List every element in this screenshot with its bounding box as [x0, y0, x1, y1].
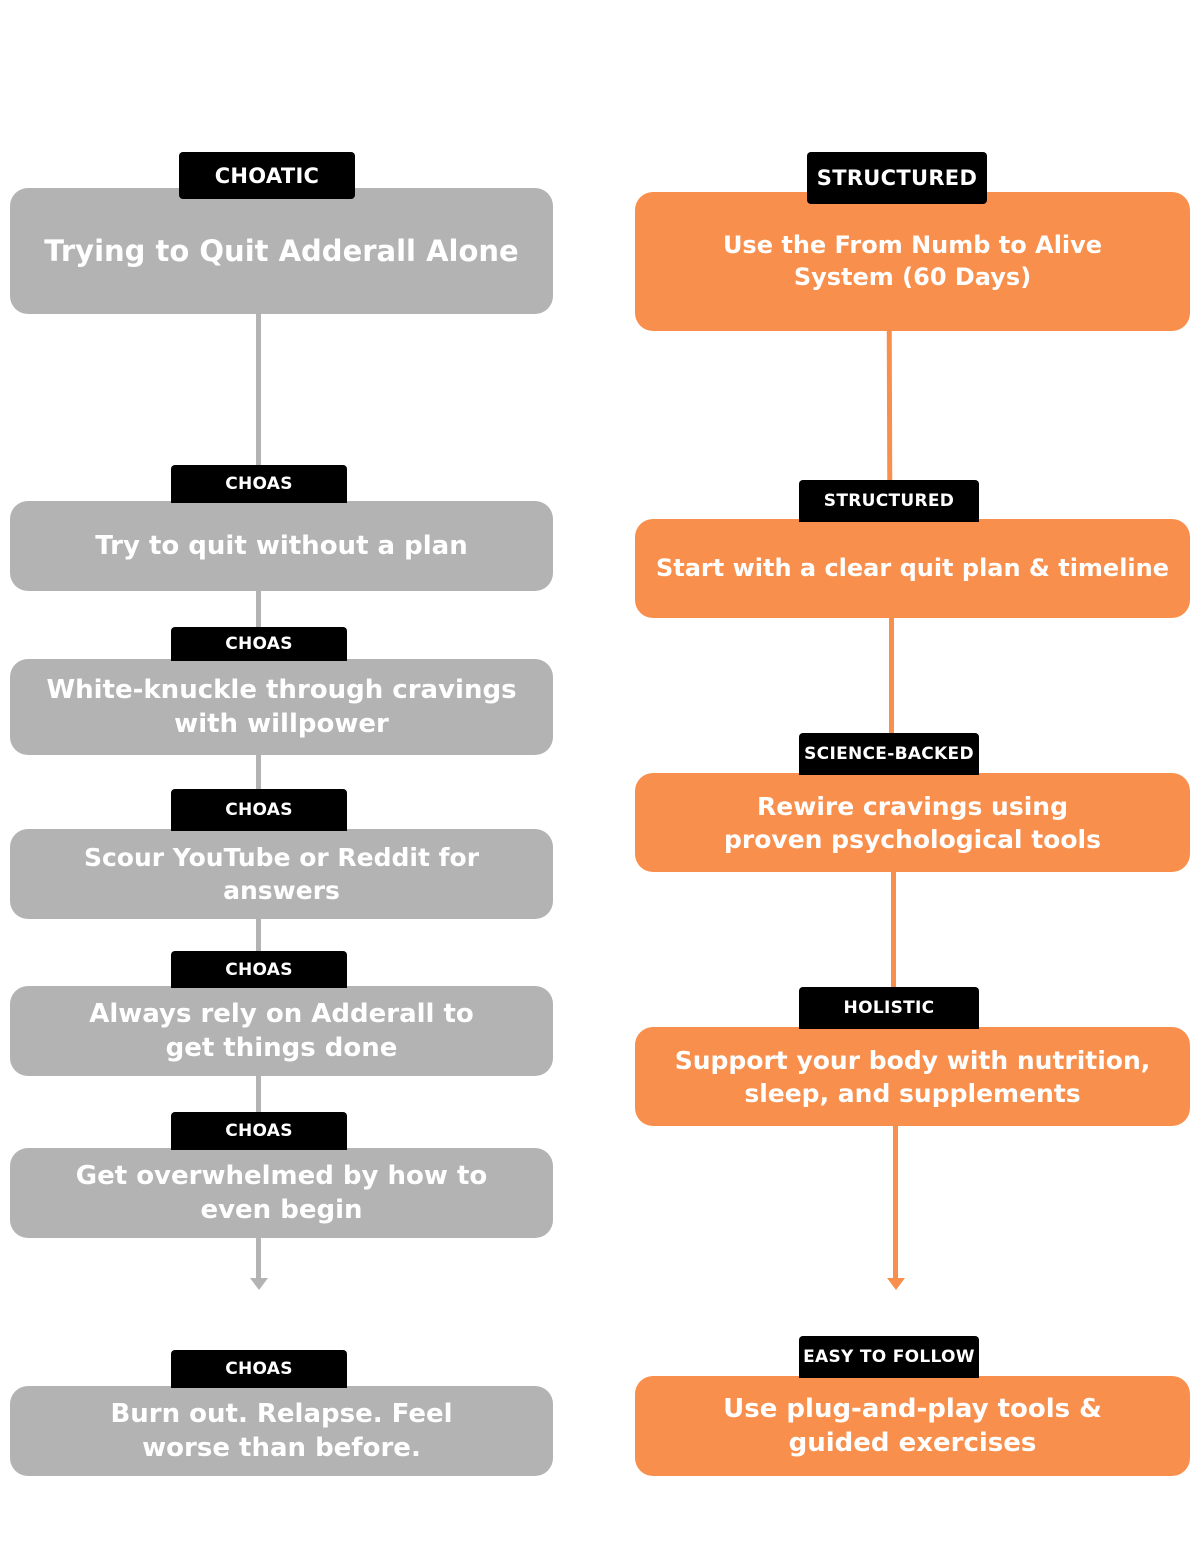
left-header-title: Trying to Quit Adderall Alone: [44, 233, 519, 268]
right-step-text-3: Support your body with nutrition, sleep,…: [674, 1045, 1151, 1108]
left-step-tag-5: CHOAS: [171, 1112, 347, 1150]
right-step-text-4: Use plug-and-play tools & guided exercis…: [723, 1393, 1102, 1458]
right-header-tag: STRUCTURED: [807, 152, 987, 204]
left-step-card-1: Try to quit without a plan: [10, 501, 553, 591]
right-header-title: Use the From Numb to Alive System (60 Da…: [722, 230, 1103, 291]
left-connector-1: [256, 312, 261, 467]
left-step-text-6: Burn out. Relapse. Feel worse than befor…: [110, 1398, 453, 1463]
left-step-card-2: White-knuckle through cravings with will…: [10, 659, 553, 755]
left-connector-3: [256, 753, 261, 790]
left-step-card-3: Scour YouTube or Reddit for answers: [10, 829, 553, 919]
left-step-text-1: Try to quit without a plan: [95, 530, 468, 561]
right-step-tag-4: EASY TO FOLLOW: [799, 1336, 979, 1378]
right-header-card: Use the From Numb to Alive System (60 Da…: [635, 192, 1190, 331]
left-header-tag: CHOATIC: [179, 152, 355, 199]
left-step-tag-2: CHOAS: [171, 627, 347, 661]
left-connector-2: [256, 589, 261, 629]
right-connector-4: [893, 1124, 898, 1280]
left-step-tag-1: CHOAS: [171, 465, 347, 503]
left-connector-4: [256, 917, 261, 952]
left-step-text-5: Get overwhelmed by how to even begin: [75, 1160, 488, 1225]
left-step-card-4: Always rely on Adderall to get things do…: [10, 986, 553, 1076]
left-step-text-4: Always rely on Adderall to get things do…: [89, 998, 474, 1063]
left-step-tag-3: CHOAS: [171, 789, 347, 831]
right-step-card-1: Start with a clear quit plan & timeline: [635, 519, 1190, 618]
right-connector-1: [886, 328, 893, 483]
right-step-card-2: Rewire cravings using proven psychologic…: [635, 773, 1190, 872]
right-step-tag-3: HOLISTIC: [799, 987, 979, 1029]
right-step-text-1: Start with a clear quit plan & timeline: [655, 553, 1170, 582]
left-connector-6: [256, 1236, 261, 1280]
right-step-card-4: Use plug-and-play tools & guided exercis…: [635, 1376, 1190, 1476]
right-step-tag-1: STRUCTURED: [799, 480, 979, 522]
right-step-tag-2: SCIENCE-BACKED: [799, 733, 979, 775]
right-connector-2: [889, 616, 894, 736]
left-step-tag-4: CHOAS: [171, 951, 347, 988]
right-step-card-3: Support your body with nutrition, sleep,…: [635, 1027, 1190, 1126]
left-step-card-6: Burn out. Relapse. Feel worse than befor…: [10, 1386, 553, 1476]
left-step-tag-6: CHOAS: [171, 1350, 347, 1388]
left-header-card: Trying to Quit Adderall Alone: [10, 188, 553, 314]
left-step-text-3: Scour YouTube or Reddit for answers: [83, 843, 480, 905]
left-step-text-2: White-knuckle through cravings with will…: [46, 674, 517, 739]
right-step-text-2: Rewire cravings using proven psychologic…: [724, 791, 1101, 854]
left-step-card-5: Get overwhelmed by how to even begin: [10, 1148, 553, 1238]
left-arrow-head: [249, 1278, 268, 1290]
right-connector-3: [891, 870, 896, 990]
left-connector-5: [256, 1074, 261, 1114]
right-arrow-head: [886, 1278, 905, 1290]
